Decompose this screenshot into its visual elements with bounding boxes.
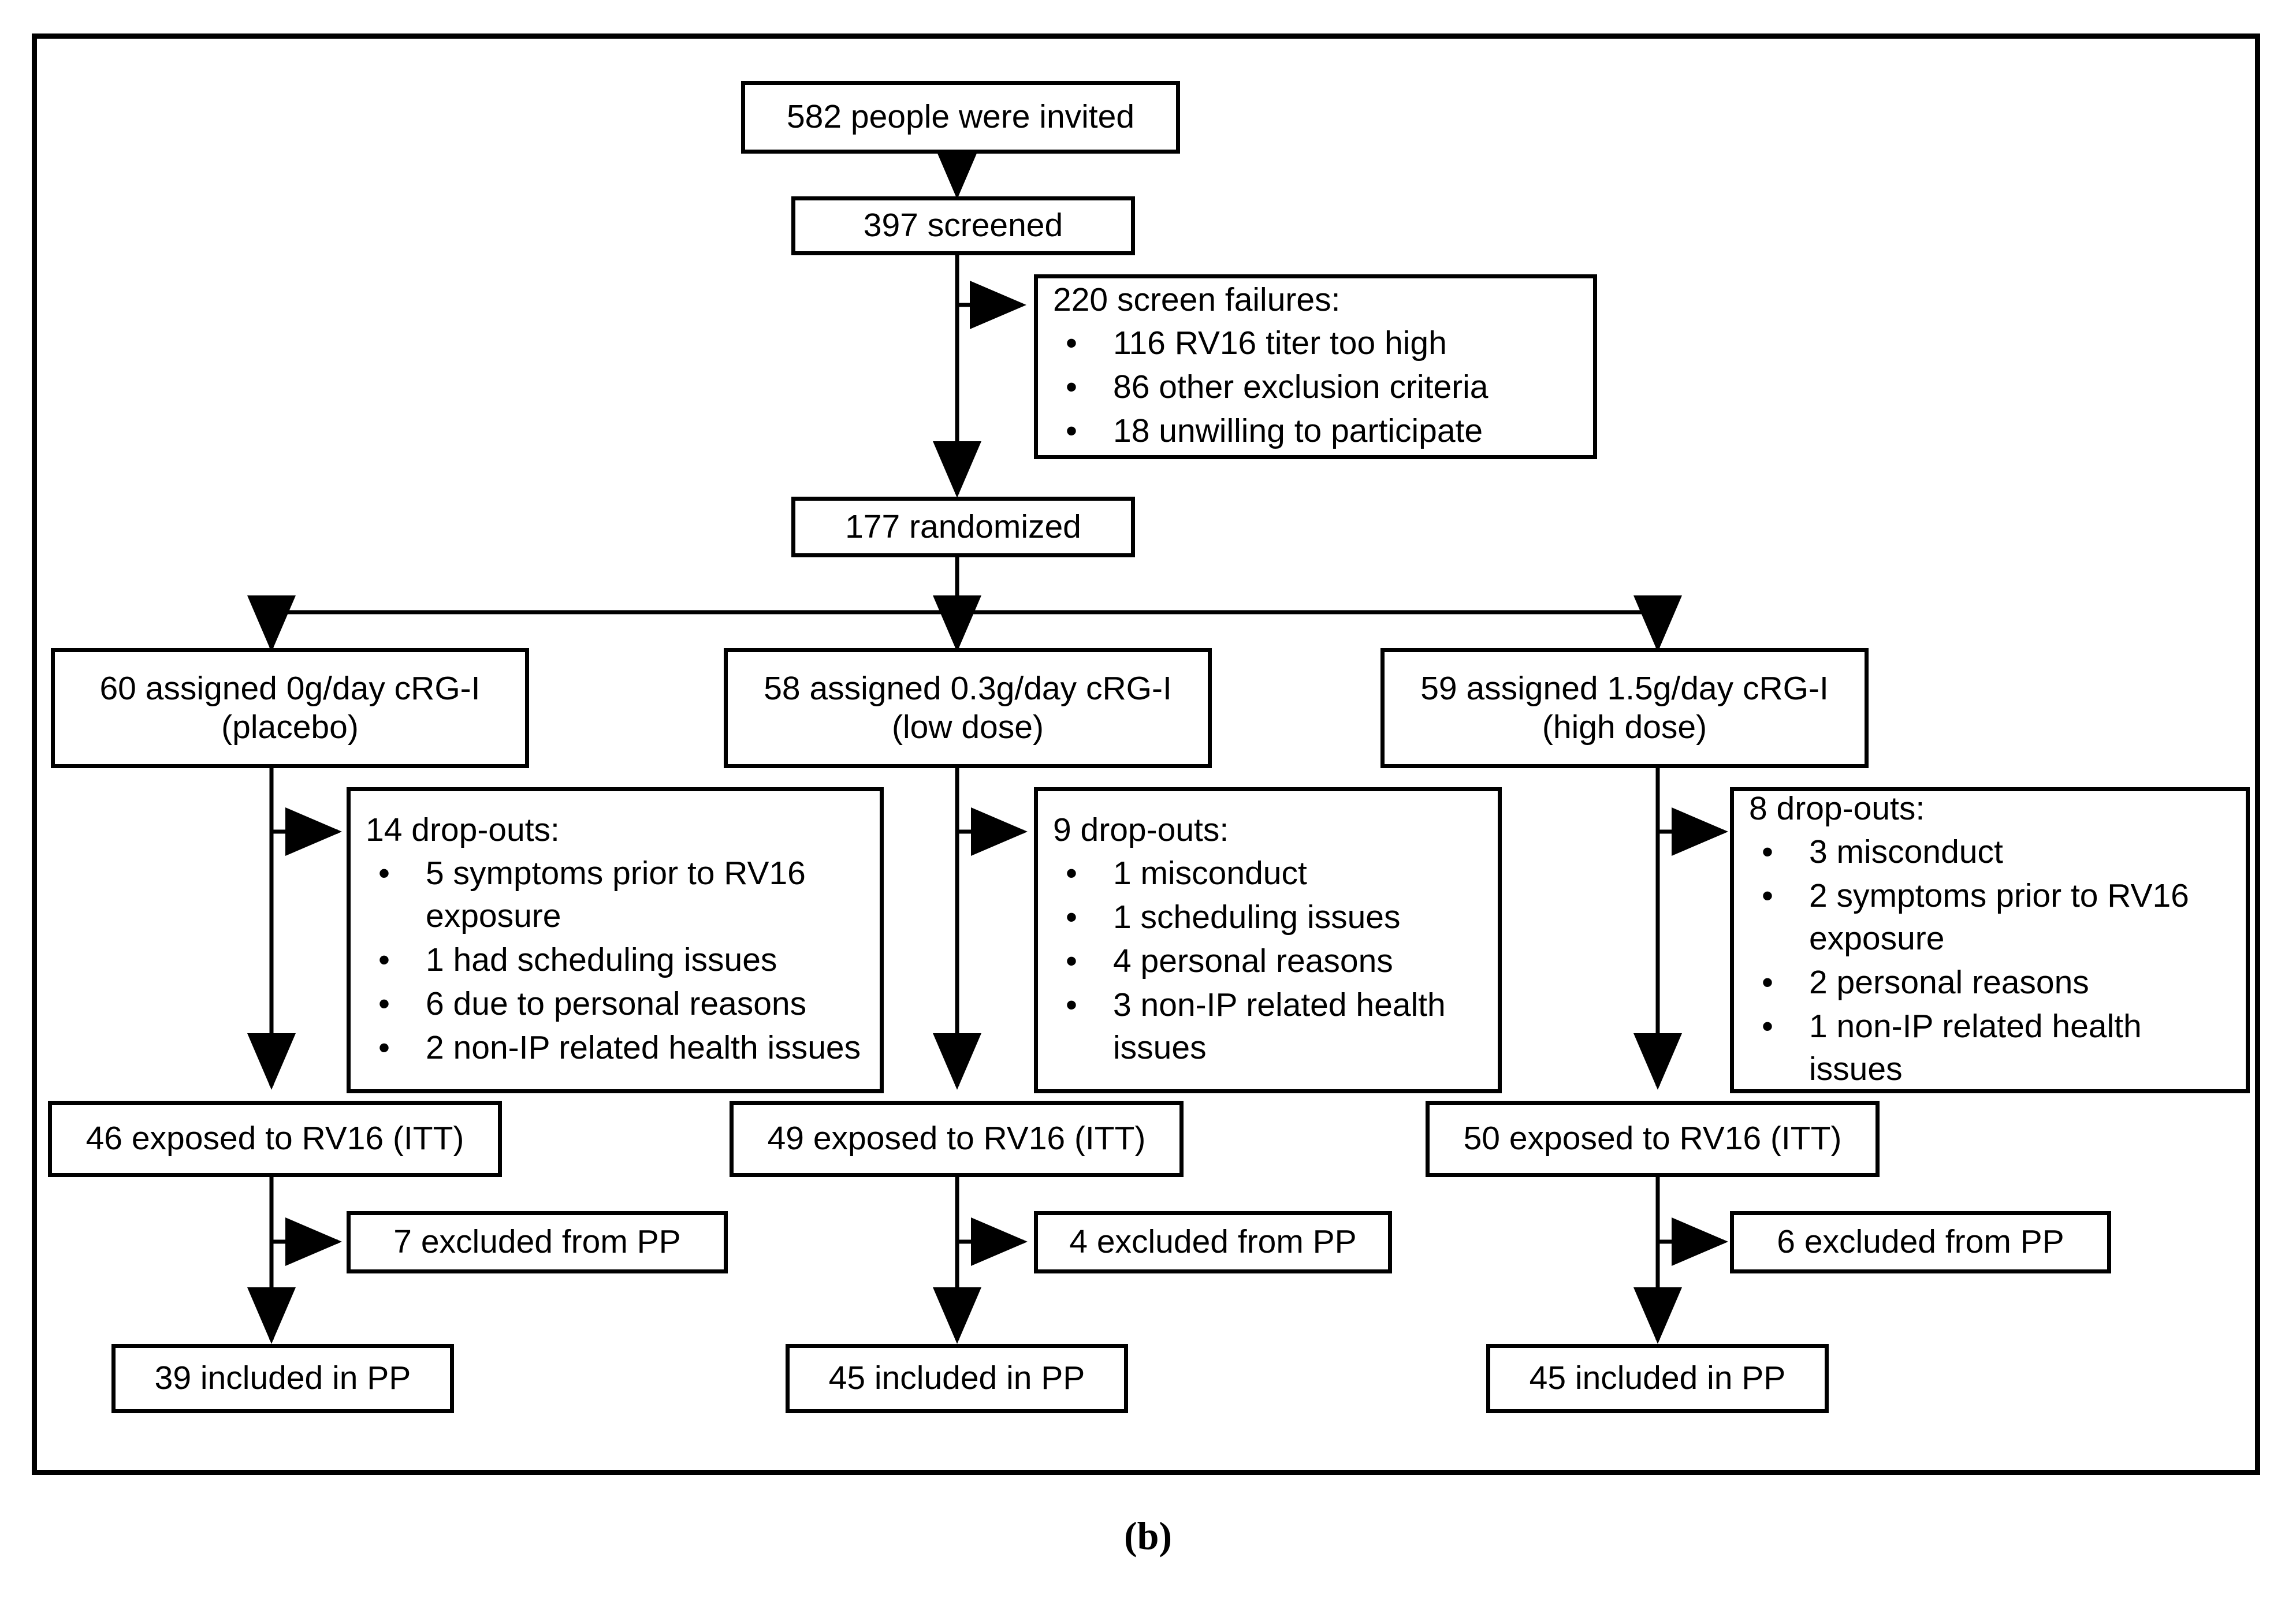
bullet-icon: • (378, 1029, 390, 1067)
node-arm3-pp: 45 included in PP (1486, 1344, 1829, 1413)
node-arm3-itt-label: 50 exposed to RV16 (ITT) (1463, 1120, 1842, 1157)
list-item-label: 2 non-IP related health issues (426, 1029, 861, 1067)
bullet-icon: • (1066, 854, 1077, 892)
figure-caption: (b) (1123, 1514, 1173, 1558)
node-arm3-excluded-label: 6 excluded from PP (1777, 1223, 2064, 1261)
list-item-label: 3 non-IP related health issues (1113, 986, 1446, 1067)
list-item: • 1 misconduct (1053, 852, 1485, 895)
node-arm3-assigned: 59 assigned 1.5g/day cRG-I (high dose) (1380, 648, 1869, 768)
node-arm1-pp: 39 included in PP (111, 1344, 454, 1413)
node-arm1-excluded-label: 7 excluded from PP (393, 1223, 681, 1261)
bullet-icon: • (1066, 412, 1077, 450)
node-screened: 397 screened (791, 196, 1135, 255)
arm1-dropouts-list: • 5 symptoms prior to RV16 exposure • 1 ha… (366, 852, 867, 1069)
list-item: • 3 misconduct (1749, 830, 2233, 873)
list-item-label: 2 symptoms prior to RV16 exposure (1809, 877, 2189, 958)
node-arm1-excluded: 7 excluded from PP (347, 1211, 728, 1273)
bullet-icon: • (1066, 943, 1077, 980)
list-item-label: 4 personal reasons (1113, 943, 1393, 980)
bullet-icon: • (378, 854, 390, 892)
node-arm2-itt: 49 exposed to RV16 (ITT) (730, 1101, 1184, 1177)
node-arm2-assigned-label: 58 assigned 0.3g/day cRG-I (low dose) (764, 669, 1172, 746)
arm2-dropouts-list: • 1 misconduct • 1 scheduling issues • 4 pe… (1053, 852, 1485, 1069)
node-arm1-assigned-label: 60 assigned 0g/day cRG-I (placebo) (99, 669, 481, 746)
node-arm2-pp: 45 included in PP (786, 1344, 1128, 1413)
list-item-label: 2 personal reasons (1809, 964, 2089, 1001)
list-item: • 1 scheduling issues (1053, 896, 1485, 938)
list-item: • 2 non-IP related health issues (366, 1026, 867, 1069)
list-item: • 1 non-IP related health issues (1749, 1005, 2233, 1090)
list-item: • 18 unwilling to participate (1053, 409, 1580, 452)
node-arm3-excluded: 6 excluded from PP (1730, 1211, 2111, 1273)
list-item-label: 1 non-IP related health issues (1809, 1008, 2142, 1088)
arm2-dropouts-title: 9 drop-outs: (1053, 811, 1229, 848)
node-arm2-assigned: 58 assigned 0.3g/day cRG-I (low dose) (724, 648, 1212, 768)
node-randomized-label: 177 randomized (845, 508, 1081, 545)
node-screen-failures: 220 screen failures: • 116 RV16 titer too… (1034, 274, 1597, 459)
list-item: • 3 non-IP related health issues (1053, 984, 1485, 1069)
node-arm1-dropouts: 14 drop-outs: • 5 symptoms prior to RV16 … (347, 787, 884, 1093)
bullet-icon: • (1762, 1008, 1773, 1045)
node-invited: 582 people were invited (741, 81, 1180, 154)
bullet-icon: • (1066, 325, 1077, 362)
arm3-dropouts-title: 8 drop-outs: (1749, 789, 1925, 827)
list-item-label: 6 due to personal reasons (426, 985, 807, 1023)
arm1-dropouts-title: 14 drop-outs: (366, 811, 560, 848)
node-randomized: 177 randomized (791, 497, 1135, 557)
list-item-label: 1 misconduct (1113, 854, 1307, 892)
arm3-dropouts-list: • 3 misconduct • 2 symptoms prior to RV16 … (1749, 830, 2233, 1091)
node-arm3-pp-label: 45 included in PP (1529, 1360, 1786, 1397)
node-arm2-dropouts: 9 drop-outs: • 1 misconduct • 1 scheduling… (1034, 787, 1502, 1093)
node-arm2-pp-label: 45 included in PP (828, 1360, 1085, 1397)
bullet-icon: • (1762, 833, 1773, 870)
node-invited-label: 582 people were invited (786, 98, 1135, 136)
node-arm2-excluded-label: 4 excluded from PP (1069, 1223, 1357, 1261)
node-arm2-itt-label: 49 exposed to RV16 (ITT) (767, 1120, 1146, 1157)
node-screened-label: 397 screened (863, 207, 1063, 244)
bullet-icon: • (1066, 986, 1077, 1024)
list-item: • 2 personal reasons (1749, 961, 2233, 1004)
screen-failures-title: 220 screen failures: (1053, 281, 1341, 318)
node-arm2-excluded: 4 excluded from PP (1034, 1211, 1392, 1273)
bullet-icon: • (1762, 964, 1773, 1001)
list-item: • 2 symptoms prior to RV16 exposure (1749, 874, 2233, 960)
list-item: • 86 other exclusion criteria (1053, 366, 1580, 408)
list-item-label: 3 misconduct (1809, 833, 2003, 870)
node-arm1-assigned: 60 assigned 0g/day cRG-I (placebo) (51, 648, 529, 768)
bullet-icon: • (378, 941, 390, 979)
bullet-icon: • (1066, 899, 1077, 936)
node-arm1-pp-label: 39 included in PP (154, 1360, 411, 1397)
list-item: • 4 personal reasons (1053, 940, 1485, 982)
list-item: • 5 symptoms prior to RV16 exposure (366, 852, 867, 937)
node-arm3-dropouts: 8 drop-outs: • 3 misconduct • 2 symptoms p… (1730, 787, 2250, 1093)
list-item-label: 18 unwilling to participate (1113, 412, 1483, 450)
list-item-label: 1 had scheduling issues (426, 941, 777, 979)
node-arm3-assigned-label: 59 assigned 1.5g/day cRG-I (high dose) (1420, 669, 1829, 746)
bullet-icon: • (1762, 877, 1773, 915)
list-item-label: 1 scheduling issues (1113, 899, 1401, 936)
node-arm3-itt: 50 exposed to RV16 (ITT) (1426, 1101, 1880, 1177)
list-item-label: 5 symptoms prior to RV16 exposure (426, 854, 806, 935)
list-item-label: 86 other exclusion criteria (1113, 368, 1489, 406)
list-item: • 116 RV16 titer too high (1053, 322, 1580, 364)
list-item-label: 116 RV16 titer too high (1113, 325, 1447, 362)
node-arm1-itt-label: 46 exposed to RV16 (ITT) (85, 1120, 464, 1157)
node-arm1-itt: 46 exposed to RV16 (ITT) (48, 1101, 502, 1177)
bullet-icon: • (378, 985, 390, 1023)
list-item: • 6 due to personal reasons (366, 982, 867, 1025)
screen-failures-list: • 116 RV16 titer too high • 86 other exclu… (1053, 322, 1580, 452)
bullet-icon: • (1066, 368, 1077, 406)
list-item: • 1 had scheduling issues (366, 938, 867, 981)
